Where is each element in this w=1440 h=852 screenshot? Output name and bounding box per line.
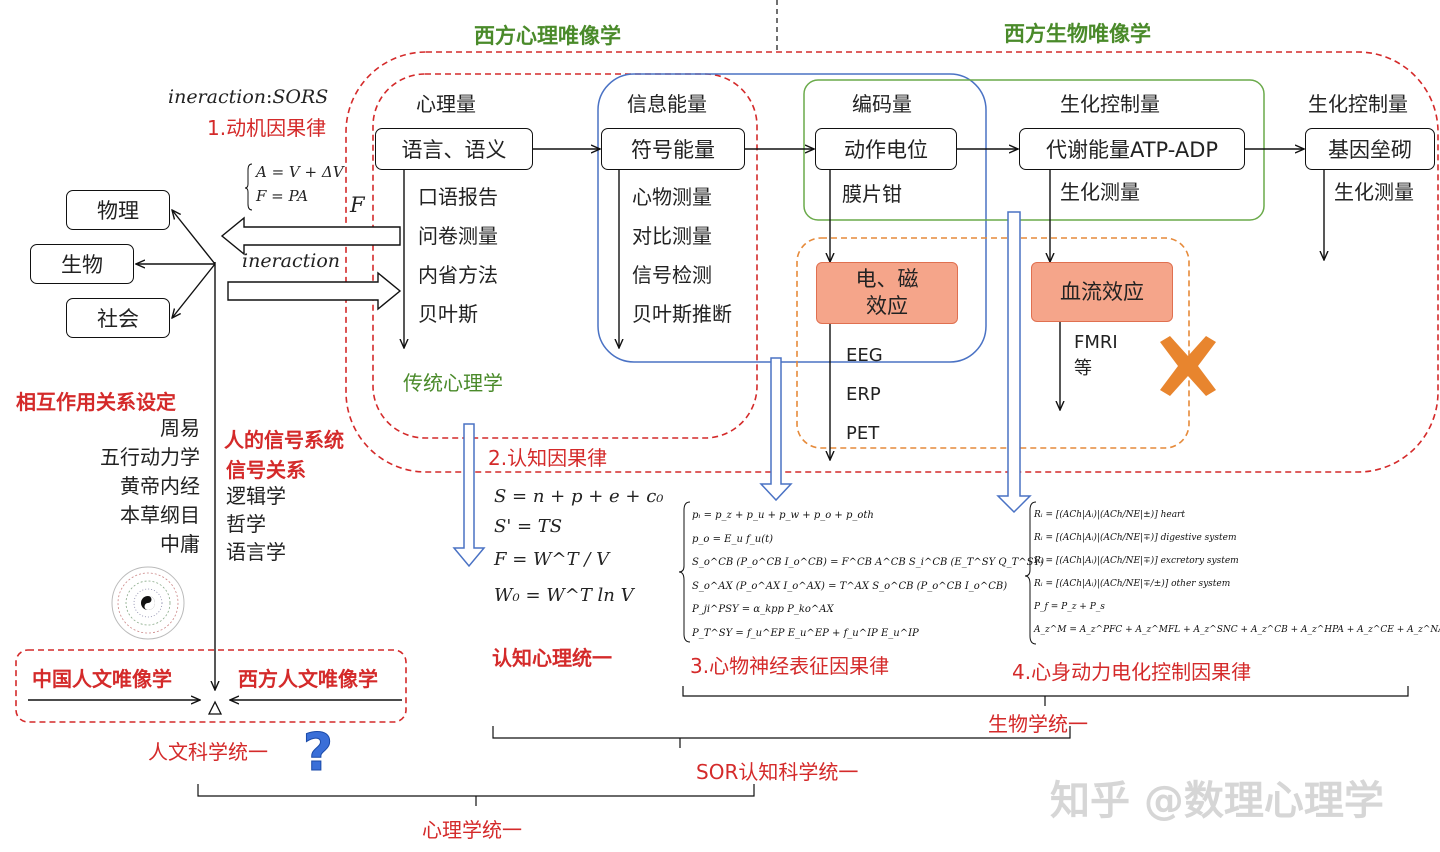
interaction-sors: ineraction:SORS: [168, 86, 329, 108]
trad-psych-label: 传统心理学: [403, 371, 503, 395]
mindbody-formulas: Rᵢ = [(ACh|Aᵢ)|(ACh/NE|±)] heart Rᵢ = [(…: [1034, 510, 1440, 635]
force-equation: A = V + ΔV F = PA: [256, 163, 344, 205]
heading-west-psych: 西方心理唯像学: [474, 24, 621, 48]
em-effect-box: 电、磁 效应: [816, 262, 958, 324]
orange-region: [796, 237, 1190, 449]
blue-region: [597, 73, 987, 363]
col-biochem-ctrl-2: 生化控制量: [1308, 92, 1408, 116]
interaction-label-2: ineraction: [242, 250, 340, 272]
orange-x: [1160, 336, 1216, 396]
biology-box: 生物: [30, 244, 134, 284]
svg-text:?: ?: [303, 723, 333, 783]
patch-clamp: 膜片钳: [842, 182, 902, 206]
taiji-wheel: [111, 566, 185, 640]
west-humanities: 西方人文唯像学: [238, 667, 378, 691]
society-box: 社会: [66, 298, 170, 338]
biochem-measure: 生化测量: [1060, 180, 1140, 204]
trad-methods-list: 口语报告问卷测量内省方法贝叶斯: [418, 185, 498, 326]
psyneuro-formulas: pᵢ = p_z + p_u + p_w + p_o + p_oth p_o =…: [692, 510, 1044, 639]
signal-relation: 信号关系: [226, 458, 306, 482]
question-icon: ?: [302, 723, 333, 784]
psychophysics-list: 心物测量对比测量信号检测贝叶斯推断: [632, 185, 732, 326]
trad-red-region: [372, 73, 758, 439]
motive-law: 1.动机因果律: [207, 116, 327, 140]
bio-unify: 生物学统一: [988, 712, 1088, 736]
language-box: 语言、语义: [375, 128, 533, 170]
logic-list: 逻辑学哲学语言学: [226, 484, 286, 564]
interact-setting: 相互作用关系设定: [16, 390, 176, 414]
cog-formulas: S = n + p + e + c₀ S' = TS F = W^T / V W…: [494, 486, 664, 606]
col-info-energy: 信息能量: [627, 92, 707, 116]
blood-flow-box: 血流效应: [1031, 262, 1173, 322]
big-red-region: [345, 51, 1439, 473]
cn-humanities: 中国人文唯像学: [32, 667, 172, 691]
human-red-region: [15, 649, 407, 723]
heading-west-bio: 西方生物唯像学: [1004, 22, 1151, 46]
action-potential-box: 动作电位: [815, 128, 957, 170]
psyneuro-law: 3.心物神经表征因果律: [690, 654, 890, 678]
cog-unify: 认知心理统一: [492, 646, 612, 670]
cog-law: 2.认知因果律: [488, 446, 608, 470]
force-F: F: [350, 193, 365, 217]
signal-system: 人的信号系统: [224, 428, 344, 452]
biochem-measure-2: 生化测量: [1334, 180, 1414, 204]
humanities-unify: 人文科学统一: [148, 740, 268, 764]
classics-list: 周易五行动力学黄帝内经本草纲目中庸: [100, 416, 200, 556]
watermark: 知乎 @数理心理学: [1050, 778, 1384, 824]
metabolic-energy-box: 代谢能量ATP-ADP: [1019, 128, 1245, 170]
green-region: [803, 79, 1265, 221]
col-coding-qty: 编码量: [852, 92, 912, 116]
hollow-arrow-left: [220, 216, 401, 256]
mindbody-law: 4.心身动力电化控制因果律: [1012, 660, 1252, 684]
gene-box: 基因垒砌: [1305, 128, 1435, 170]
physics-box: 物理: [66, 190, 170, 230]
sor-unify: SOR认知科学统一: [696, 760, 859, 784]
symbol-energy-box: 符号能量: [601, 128, 745, 170]
col-biochem-ctrl: 生化控制量: [1060, 92, 1160, 116]
col-psych-qty: 心理量: [416, 92, 476, 116]
hollow-arrow-right: [227, 271, 402, 311]
psych-unify: 心理学统一: [422, 818, 522, 842]
